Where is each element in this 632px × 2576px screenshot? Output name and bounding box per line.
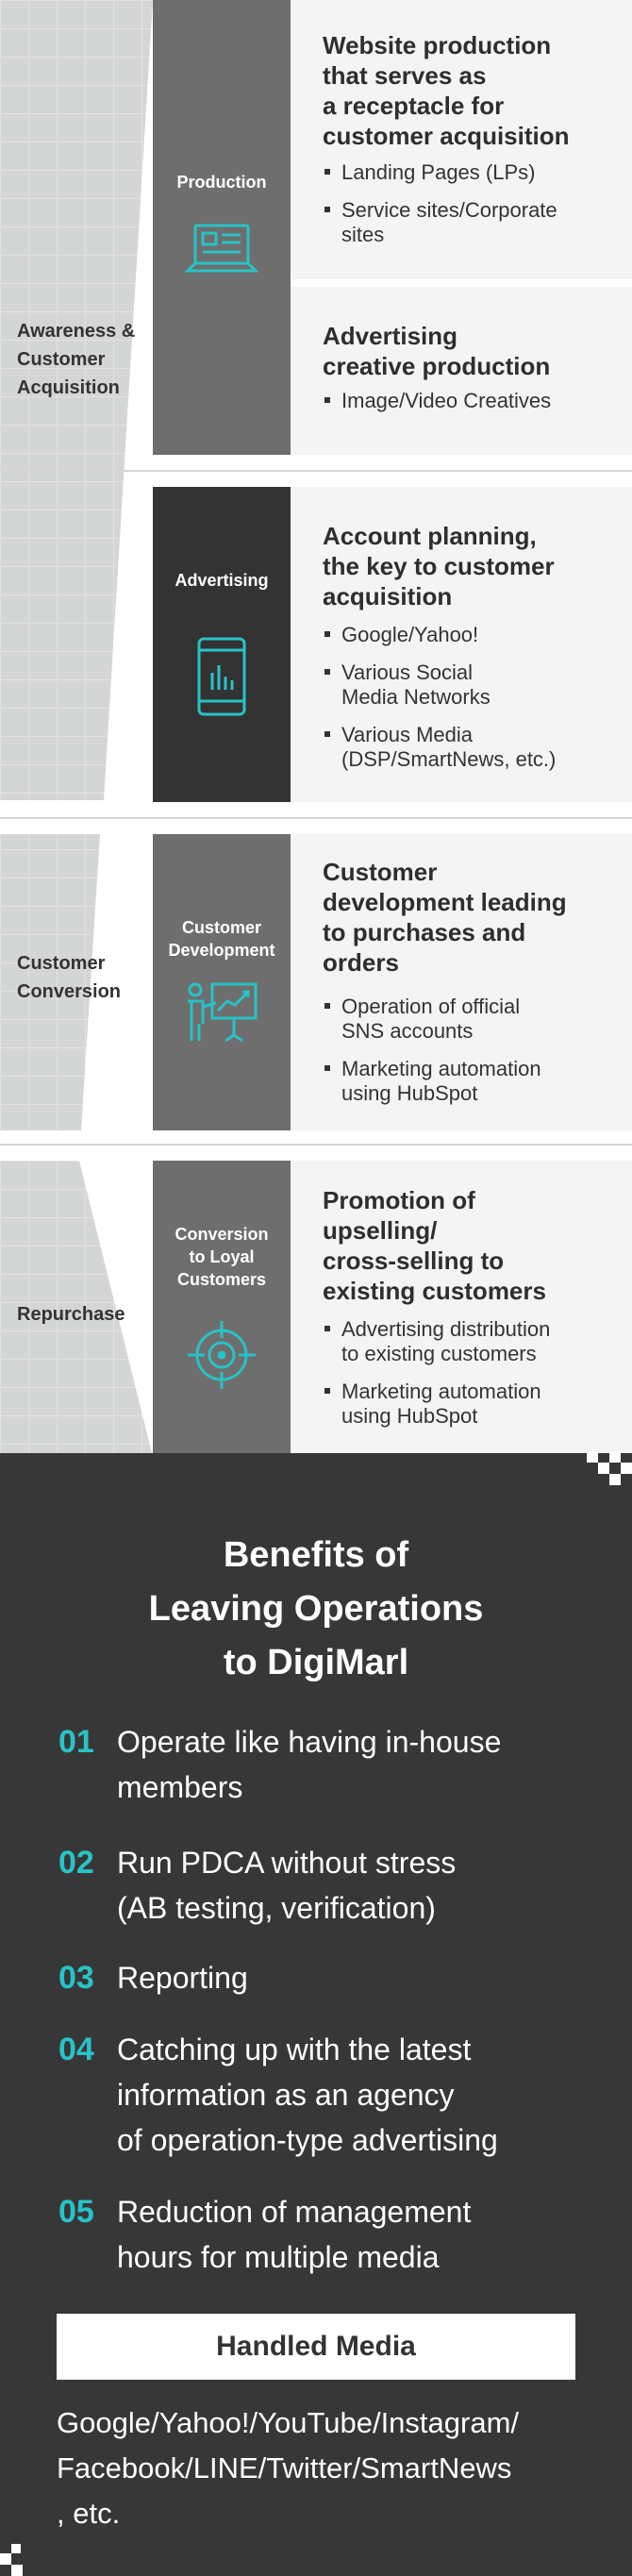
benefit-number: 04 — [58, 2032, 94, 2067]
benefit-number: 05 — [58, 2194, 94, 2230]
column-loyal-customers: Conversion to Loyal Customers — [153, 1161, 291, 1457]
funnel-segment-awareness — [0, 0, 153, 800]
panel-advertising-creative: Advertising creative production Image/Vi… — [291, 287, 632, 455]
pixel-decoration-bottom-left — [0, 2544, 23, 2576]
panel-title: Website production that serves as a rece… — [323, 31, 570, 150]
column-advertising: Advertising — [153, 487, 291, 802]
list-item: Advertising distribution to existing cus… — [323, 1317, 623, 1366]
bullet-list: Landing Pages (LPs) Service sites/Corpor… — [323, 160, 623, 260]
stage-label-conversion: Customer Conversion — [17, 953, 122, 1002]
panel-website-production: Website production that serves as a rece… — [291, 0, 632, 279]
stage-label-repurchase: Repurchase — [17, 1304, 125, 1325]
bullet-list: Operation of official SNS accounts Marke… — [323, 995, 623, 1119]
benefit-number: 01 — [58, 1724, 94, 1760]
column-label-production: Production — [176, 172, 267, 192]
benefit-text: Reduction of management hours for multip… — [117, 2195, 472, 2274]
list-item: Service sites/Corporate sites — [323, 198, 623, 247]
funnel-background — [0, 0, 153, 1453]
pixel-decoration-top-right — [587, 1451, 632, 1485]
column-customer-development: Customer Development — [153, 834, 291, 1130]
benefit-text: Run PDCA without stress (AB testing, ver… — [117, 1846, 457, 1925]
panel-account-planning: Account planning, the key to customer ac… — [291, 487, 632, 802]
benefits-section — [0, 1453, 632, 2576]
bullet-list: Google/Yahoo! Various Social Media Netwo… — [323, 623, 623, 785]
panel-divider — [291, 279, 632, 287]
benefit-text: Reporting — [117, 1961, 248, 1995]
divider — [0, 817, 632, 819]
funnel-segment-conversion — [0, 834, 100, 1130]
service-funnel: Awareness & Customer Acquisition Custome… — [0, 0, 632, 1457]
benefit-text: Catching up with the latest information … — [117, 2032, 498, 2157]
target-icon — [186, 1319, 258, 1396]
benefits-title: Benefits of Leaving Operations to DigiMa… — [148, 1535, 484, 1682]
list-item: Marketing automation using HubSpot — [323, 1057, 623, 1106]
benefit-number: 03 — [58, 1960, 94, 1996]
column-production: Production — [153, 0, 291, 455]
laptop-icon — [184, 220, 259, 285]
list-item: Marketing automation using HubSpot — [323, 1380, 623, 1429]
column-label-advertising: Advertising — [175, 570, 269, 590]
list-item: Various Media (DSP/SmartNews, etc.) — [323, 723, 623, 772]
list-item: Google/Yahoo! — [323, 623, 623, 647]
panel-title: Advertising creative production — [323, 322, 551, 380]
list-item: Image/Video Creatives — [323, 389, 623, 413]
benefit-number: 02 — [58, 1845, 94, 1881]
list-item: Operation of official SNS accounts — [323, 995, 623, 1044]
bullet-list: Image/Video Creatives — [323, 389, 623, 427]
presenter-board-icon — [184, 979, 259, 1049]
stage-label-awareness: Awareness & Customer Acquisition — [17, 321, 136, 398]
panel-title: Account planning, the key to customer ac… — [323, 522, 555, 611]
panel-title: Promotion of upselling/ cross-selling to… — [323, 1186, 546, 1305]
column-label-customer-development: Customer Development — [168, 917, 275, 960]
panel-upselling: Promotion of upselling/ cross-selling to… — [291, 1161, 632, 1457]
panel-customer-development: Customer development leading to purchase… — [291, 834, 632, 1130]
funnel-segment-repurchase — [0, 1161, 153, 1453]
column-label-loyal-customers: Conversion to Loyal Customers — [175, 1224, 269, 1289]
divider — [0, 470, 632, 472]
smartphone-icon — [195, 637, 248, 721]
benefit-text: Operate like having in-house members — [117, 1725, 502, 1804]
panel-title: Customer development leading to purchase… — [323, 858, 567, 977]
divider — [0, 1144, 632, 1146]
list-item: Various Social Media Networks — [323, 661, 623, 710]
list-item: Landing Pages (LPs) — [323, 160, 623, 185]
handled-media-heading: Handled Media — [57, 2314, 575, 2380]
handled-media-list: Google/Yahoo!/YouTube/Instagram/ Faceboo… — [57, 2406, 520, 2530]
bullet-list: Advertising distribution to existing cus… — [323, 1317, 623, 1442]
